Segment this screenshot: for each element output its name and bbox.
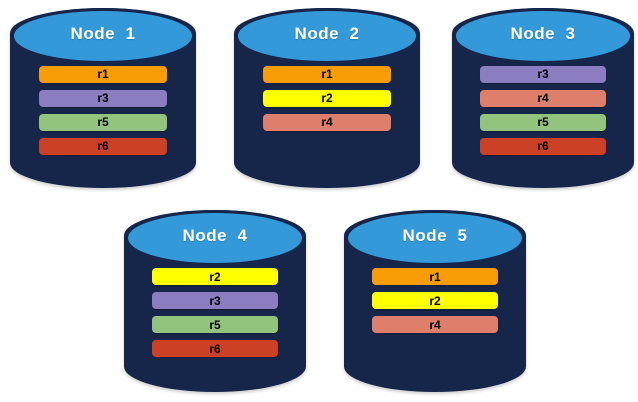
replica-stack: r3 r4 r5 r6 bbox=[480, 65, 606, 155]
replica-bar-r5[interactable]: r5 bbox=[38, 113, 168, 131]
replica-bar-r1[interactable]: r1 bbox=[38, 65, 168, 83]
replica-bar-r6[interactable]: r6 bbox=[152, 340, 278, 358]
cylinder-top-ellipse bbox=[456, 11, 630, 61]
cylinder-top-ellipse bbox=[128, 213, 302, 264]
replica-bar-r5[interactable]: r5 bbox=[480, 113, 606, 131]
replica-bar-r6[interactable]: r6 bbox=[38, 137, 168, 155]
replica-stack: r1 r3 r5 r6 bbox=[38, 65, 168, 155]
replica-stack: r1 r2 r4 bbox=[262, 65, 392, 131]
replica-bar-r1[interactable]: r1 bbox=[262, 65, 392, 83]
replica-bar-r1[interactable]: r1 bbox=[372, 268, 498, 286]
replica-bar-r5[interactable]: r5 bbox=[152, 316, 278, 334]
replica-bar-r2[interactable]: r2 bbox=[372, 292, 498, 310]
cylinder-top-ellipse bbox=[348, 213, 522, 264]
replica-stack: r2 r3 r5 r6 bbox=[152, 268, 278, 358]
replica-bar-r4[interactable]: r4 bbox=[372, 316, 498, 334]
cylinder-top-ellipse bbox=[238, 11, 416, 61]
replica-bar-r6[interactable]: r6 bbox=[480, 137, 606, 155]
replica-stack: r1 r2 r4 bbox=[372, 268, 498, 334]
cylinder-top-ellipse bbox=[14, 11, 192, 61]
replica-bar-r2[interactable]: r2 bbox=[152, 268, 278, 286]
replica-bar-r3[interactable]: r3 bbox=[152, 292, 278, 310]
replica-bar-r4[interactable]: r4 bbox=[480, 89, 606, 107]
replica-bar-r3[interactable]: r3 bbox=[38, 89, 168, 107]
replica-bar-r4[interactable]: r4 bbox=[262, 113, 392, 131]
replica-bar-r2[interactable]: r2 bbox=[262, 89, 392, 107]
replica-bar-r3[interactable]: r3 bbox=[480, 65, 606, 83]
